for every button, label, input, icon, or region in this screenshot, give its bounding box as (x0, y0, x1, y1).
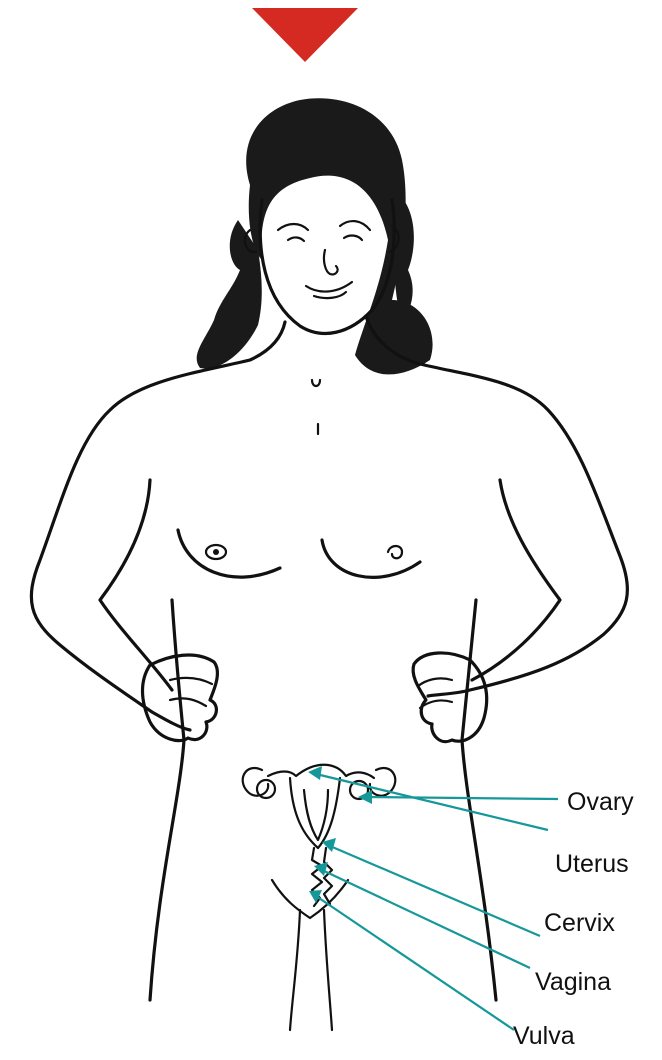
ovary-arrowhead-icon (358, 790, 372, 804)
ovary-leader (366, 797, 558, 799)
label-vagina: Vagina (535, 970, 611, 995)
label-cervix: Cervix (544, 911, 615, 936)
hands (143, 653, 487, 742)
marker-triangle-icon (252, 8, 358, 62)
label-vulva: Vulva (513, 1024, 575, 1049)
label-uterus: Uterus (555, 852, 629, 877)
vagina-arrowhead-icon (314, 862, 328, 876)
label-ovary: Ovary (567, 790, 634, 815)
body-outline (31, 316, 627, 1000)
uterus-leader (316, 774, 548, 830)
leader-lines (308, 766, 558, 1030)
